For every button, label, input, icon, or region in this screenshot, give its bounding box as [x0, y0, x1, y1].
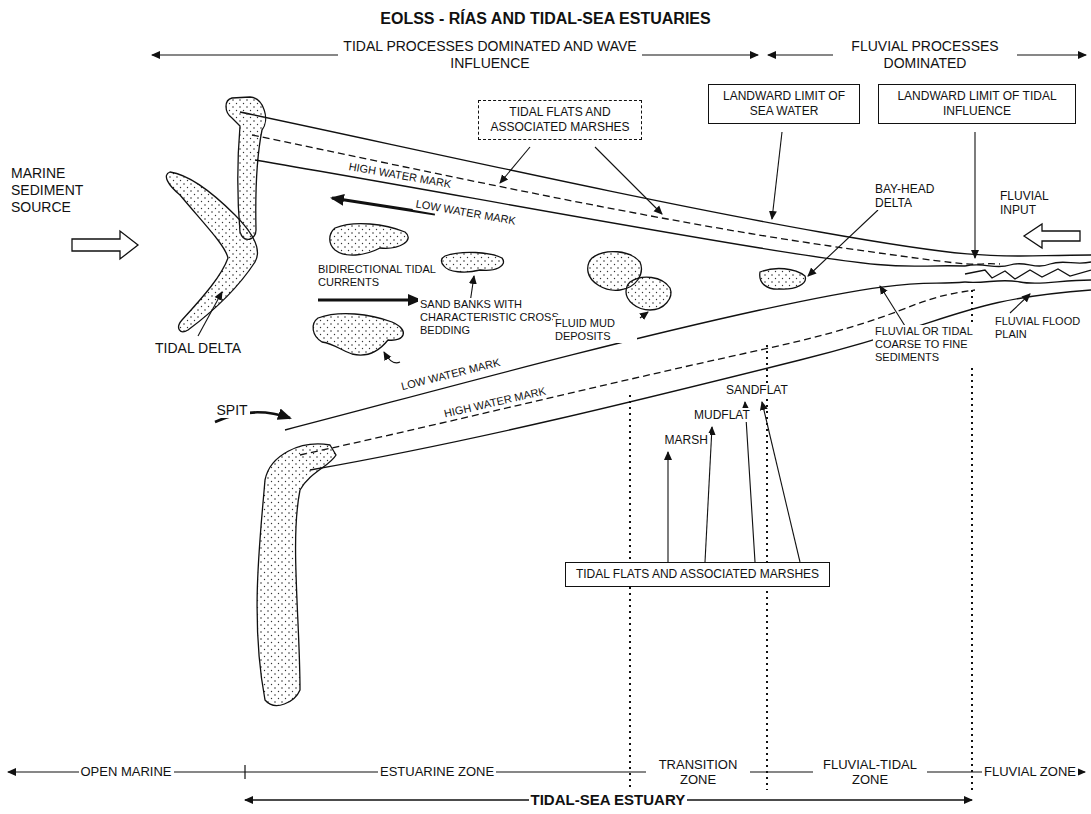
diagram-label: SPIT: [215, 402, 250, 419]
box-text: LANDWARD LIMIT OF SEA WATER: [715, 89, 853, 119]
diagram-title: EOLSS - RÍAS AND TIDAL-SEA ESTUARIES: [0, 10, 1091, 28]
callout-box: LANDWARD LIMIT OF SEA WATER: [708, 84, 860, 124]
box-text: TIDAL FLATS AND ASSOCIATED MARSHES: [485, 105, 635, 135]
diagram-label: FLUVIAL INPUT: [998, 189, 1082, 218]
diagram-label: FLUVIAL PROCESSES DOMINATED: [833, 38, 1017, 72]
callout-box: LANDWARD LIMIT OF TIDAL INFLUENCE: [878, 84, 1076, 124]
diagram-label: BAY-HEAD DELTA: [873, 182, 957, 211]
diagram-label: LOW WATER MARK: [397, 355, 503, 393]
diagram-label: MARSH: [663, 433, 710, 447]
diagram-label: MUDFLAT: [692, 408, 752, 422]
diagram-label: TIDAL PROCESSES DOMINATED AND WAVE INFLU…: [338, 38, 642, 72]
callout-box: TIDAL FLATS AND ASSOCIATED MARSHES: [565, 562, 830, 587]
box-text: TIDAL FLATS AND ASSOCIATED MARSHES: [572, 567, 823, 582]
diagram-label: OPEN MARINE: [79, 764, 174, 780]
diagram-label: FLUVIAL FLOOD PLAIN: [993, 315, 1087, 341]
diagram-label: BIDIRECTIONAL TIDAL CURRENTS: [316, 263, 440, 289]
dashed-callout-box: TIDAL FLATS AND ASSOCIATED MARSHES: [478, 100, 642, 140]
diagram-label: SAND BANKS WITH CHARACTERISTIC CROSS BED…: [418, 298, 562, 338]
diagram-label: FLUVIAL-TIDAL ZONE: [813, 757, 927, 788]
diagram-label: FLUVIAL ZONE: [982, 764, 1078, 780]
diagram-label: FLUID MUD DEPOSITS: [553, 317, 637, 343]
diagram-label: TRANSITION ZONE: [646, 757, 750, 788]
diagram-label: FLUVIAL OR TIDAL COARSE TO FINE SEDIMENT…: [873, 325, 1007, 365]
diagram-label: TIDAL-SEA ESTUARY: [529, 791, 688, 809]
diagram-label: SANDFLAT: [724, 383, 790, 397]
diagram-label: LOW WATER MARK: [412, 196, 518, 227]
diagram-label: MARINE SEDIMENT SOURCE: [9, 165, 123, 215]
diagram-label: HIGH WATER MARK: [441, 384, 549, 421]
box-text: LANDWARD LIMIT OF TIDAL INFLUENCE: [885, 89, 1069, 119]
diagram-label: TIDAL DELTA: [153, 340, 243, 357]
diagram-label: ESTUARINE ZONE: [378, 764, 496, 780]
diagram-label: HIGH WATER MARK: [346, 159, 455, 191]
